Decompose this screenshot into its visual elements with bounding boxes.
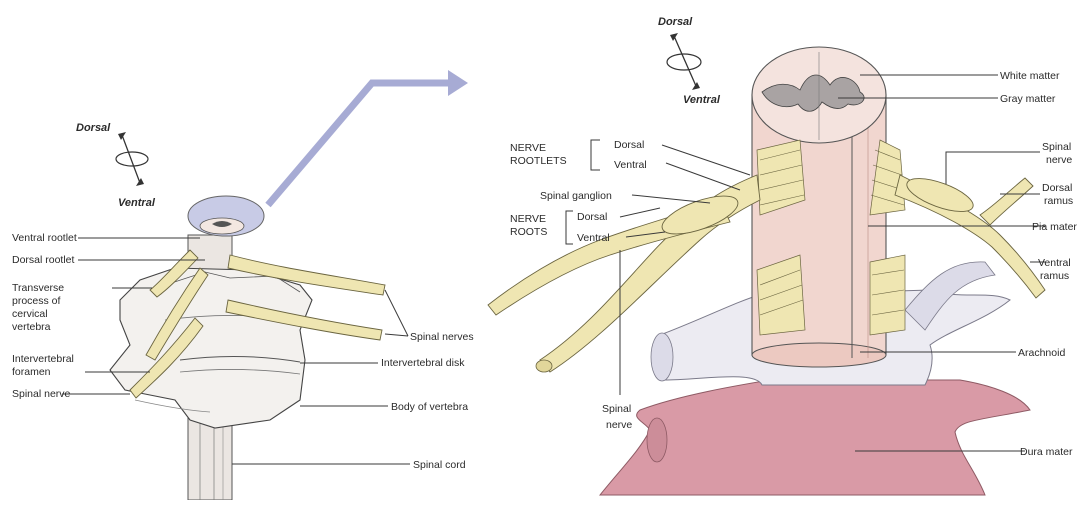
orientation-symbol-left [116, 132, 148, 186]
nerve-roots-label-1: NERVE [510, 213, 546, 225]
dorsal-ramus-label-2: ramus [1044, 195, 1073, 207]
spinal-nerves-label: Spinal nerves [410, 331, 474, 343]
pia-mater-label: Pia mater [1032, 221, 1077, 233]
transverse-process-label-4: vertebra [12, 321, 51, 333]
roots-dorsal-label: Dorsal [577, 211, 607, 223]
spinal-nerve-bottom-label-2: nerve [606, 419, 632, 431]
transverse-process-label-1: Transverse [12, 282, 64, 294]
transverse-process-label-2: process of [12, 295, 61, 307]
arachnoid-label: Arachnoid [1018, 347, 1065, 359]
transverse-process-label-3: cervical [12, 308, 48, 320]
ventral-rootlet-label: Ventral rootlet [12, 232, 77, 244]
nerve-rootlets-label-2: ROOTLETS [510, 155, 567, 167]
spinal-cord-label: Spinal cord [413, 459, 466, 471]
dura-mater-label: Dura mater [1020, 446, 1073, 458]
vertebra-body-shape [110, 268, 312, 428]
zoom-arrow-head [448, 70, 468, 96]
spinal-ganglion-label: Spinal ganglion [540, 190, 612, 202]
dorsal-rootlet-label: Dorsal rootlet [12, 254, 75, 266]
intervertebral-foramen-label-1: Intervertebral [12, 353, 74, 365]
left-figure: Dorsal Ventral [12, 70, 474, 500]
right-figure: Dorsal Ventral [488, 16, 1077, 495]
spinal-nerve-right-label-2: nerve [1046, 154, 1072, 166]
spinal-nerve-right-label-1: Spinal [1042, 141, 1071, 153]
intervertebral-foramen-label-2: foramen [12, 366, 51, 378]
dorsal-label-left: Dorsal [76, 122, 111, 134]
ventral-ramus-label-2: ramus [1040, 270, 1069, 282]
ventral-ramus-label-1: Ventral [1038, 257, 1071, 269]
rootlets-ventral-label: Ventral [614, 159, 647, 171]
spinal-nerve-label-left: Spinal nerve [12, 388, 71, 400]
nerve-roots-label-2: ROOTS [510, 226, 547, 238]
dorsal-label-right: Dorsal [658, 16, 693, 28]
spinal-nerve-bottom-label-1: Spinal [602, 403, 631, 415]
orientation-symbol-right [667, 33, 701, 90]
gray-matter-label: Gray matter [1000, 93, 1056, 105]
intervertebral-disk-label: Intervertebral disk [381, 357, 465, 369]
dorsal-ramus-label-1: Dorsal [1042, 182, 1072, 194]
rootlets-dorsal-label: Dorsal [614, 139, 644, 151]
body-of-vertebra-label: Body of vertebra [391, 401, 468, 413]
roots-ventral-label: Ventral [577, 232, 610, 244]
zoom-arrow [268, 83, 452, 205]
ventral-label-left: Ventral [118, 197, 156, 209]
ventral-label-right: Ventral [683, 94, 721, 106]
white-matter-label: White matter [1000, 70, 1060, 82]
nerve-rootlets-label-1: NERVE [510, 142, 546, 154]
